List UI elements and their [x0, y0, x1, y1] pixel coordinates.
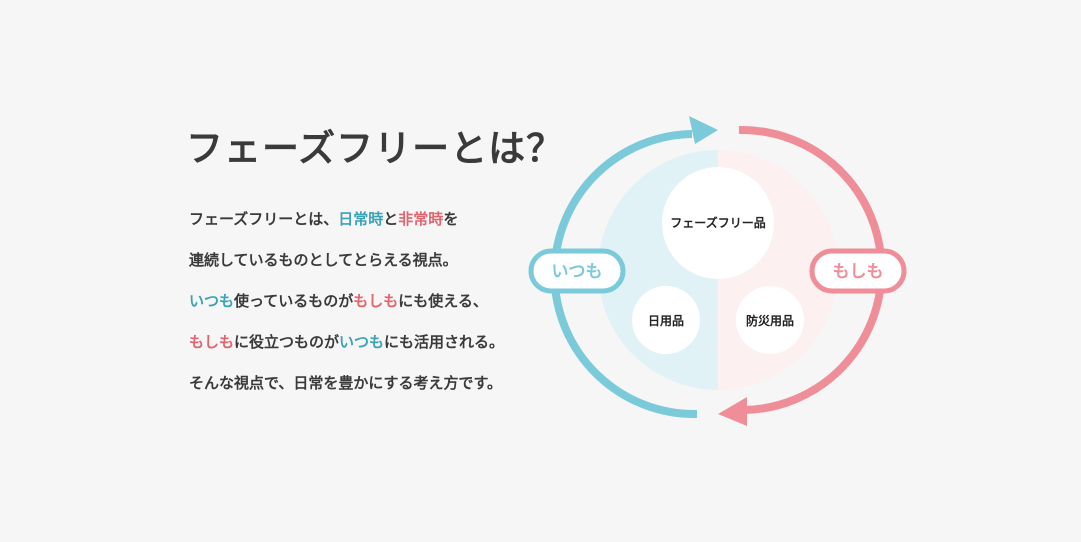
description-line-5: そんな視点で、日常を豊かにする考え方です。	[189, 374, 503, 392]
daily-goods-circle	[632, 286, 700, 354]
line4-text-a: に役立つものが	[234, 333, 340, 351]
line4-text-b: にも活用される。	[384, 333, 505, 351]
highlight-moshimo-2: もしも	[189, 333, 235, 351]
highlight-itsumo-2: いつも	[339, 333, 385, 351]
moshimo-label: もしも	[833, 262, 884, 282]
emergency-arrow-head	[718, 397, 747, 426]
diagram-svg: フェーズフリー品 日用品 防災用品 いつも もしも	[528, 116, 907, 426]
description-line-1: フェーズフリーとは、日常時と非常時を	[189, 204, 549, 245]
phase-free-diagram: フェーズフリー品 日用品 防災用品 いつも もしも	[520, 110, 920, 440]
line3-text-b: にも使える、	[398, 292, 488, 310]
itsumo-pill	[528, 248, 626, 294]
line1-text-b: と	[383, 210, 399, 228]
line3-text-a: 使っているものが	[234, 292, 354, 310]
description-line-2: 連続しているものとしてとらえる視点。	[189, 251, 458, 269]
description-line-4: もしもに役立つものがいつもにも活用される。	[189, 327, 549, 368]
highlight-itsumo: いつも	[189, 292, 235, 310]
daily-goods-label: 日用品	[648, 314, 684, 328]
phase-free-label: フェーズフリー品	[670, 215, 765, 230]
disaster-goods-circle	[736, 286, 804, 354]
highlight-emergency: 非常時	[398, 210, 444, 228]
description-line-3: いつも使っているものがもしもにも使える、	[189, 286, 549, 327]
line1-text-c: を	[443, 210, 459, 228]
line1-text-a: フェーズフリーとは、	[189, 210, 339, 228]
daily-arrow-head	[689, 116, 718, 144]
moshimo-pill	[809, 248, 907, 294]
page-title: フェーズフリーとは？	[186, 127, 565, 170]
highlight-moshimo: もしも	[353, 292, 399, 310]
phase-free-circle	[662, 167, 774, 279]
itsumo-label: いつも	[552, 262, 603, 282]
highlight-daily: 日常時	[338, 210, 384, 228]
disaster-goods-label: 防災用品	[746, 313, 794, 328]
description: フェーズフリーとは、日常時と非常時を 連続しているものとしてとらえる視点。 いつ…	[189, 204, 549, 409]
